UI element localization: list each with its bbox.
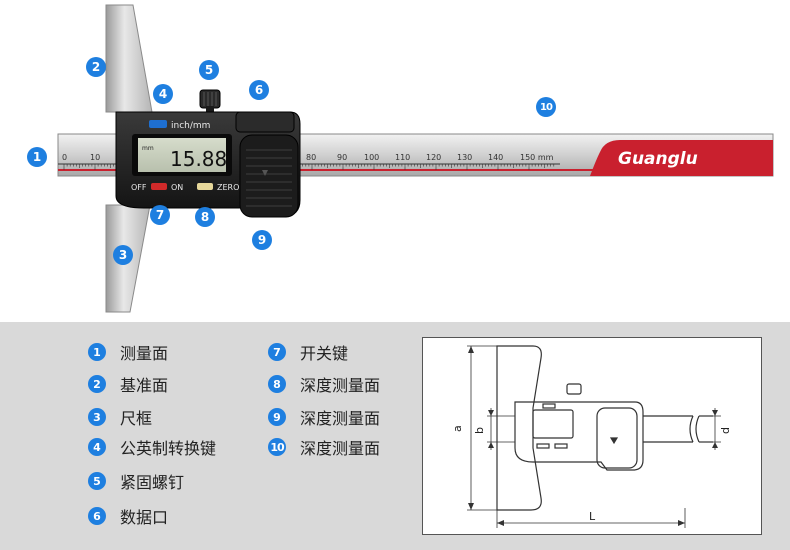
- brand-logo: Guanglu: [618, 149, 698, 169]
- legend-badge: 8: [268, 375, 286, 393]
- legend-label: 深度测量面: [300, 409, 381, 428]
- zero-label: ZERO: [217, 183, 239, 192]
- product-photo-area: Guanglu 0 10 80 90 100 110 120 130 140 1…: [27, 4, 774, 313]
- drawing-base-plate: [496, 345, 542, 511]
- legend-label: 尺框: [120, 409, 153, 428]
- drawing-grip: [596, 407, 638, 469]
- legend-item-8: 8 深度测量面: [268, 373, 380, 395]
- power-button: [151, 183, 167, 190]
- dim-label-b: b: [473, 427, 486, 434]
- legend-label: 深度测量面: [300, 439, 381, 458]
- lcd-reading: 15.88: [170, 147, 227, 171]
- legend-item-5: 5 紧固螺钉: [88, 470, 184, 492]
- tick-label-120: 120: [426, 153, 441, 162]
- legend-badge: 10: [268, 438, 286, 456]
- clamp-screw: [199, 89, 221, 109]
- legend-item-7: 7 开关键: [268, 341, 348, 363]
- dimension-drawing-svg: a b d L: [451, 345, 732, 528]
- lcd-display: [138, 138, 226, 172]
- callout-badge-8: 8: [195, 207, 215, 227]
- legend-item-2: 2 基准面: [88, 373, 168, 395]
- tick-label-130: 130: [457, 153, 472, 162]
- unit-toggle-button: [149, 120, 167, 128]
- tick-label-0: 0: [62, 153, 67, 162]
- callout-badge-2: 2: [86, 57, 106, 77]
- tick-label-140: 140: [488, 153, 503, 162]
- callout-badge-1: 1: [27, 147, 47, 167]
- tick-label-80: 80: [306, 153, 316, 162]
- ruler-red-stripe: [590, 140, 773, 176]
- legend-badge: 5: [88, 472, 106, 490]
- callout-badge-3: 3: [113, 245, 133, 265]
- legend-label: 测量面: [120, 344, 169, 363]
- drawing-lcd: [532, 409, 574, 439]
- drawing-body: [514, 401, 644, 471]
- legend-label: 数据口: [120, 508, 169, 527]
- dimension-drawing: a b d L: [422, 337, 762, 535]
- tick-label-90: 90: [337, 153, 347, 162]
- legend-label: 深度测量面: [300, 376, 381, 395]
- unit-toggle-label: inch/mm: [171, 121, 210, 131]
- legend-label: 基准面: [120, 376, 169, 395]
- legend-badge: 3: [88, 408, 106, 426]
- legend-item-4: 4 公英制转换键: [88, 436, 216, 458]
- thumb-grip: [239, 134, 299, 218]
- legend-badge: 4: [88, 438, 106, 456]
- tick-label-10: 10: [90, 153, 100, 162]
- tick-label-100: 100: [364, 153, 379, 162]
- legend-label: 公英制转换键: [120, 439, 217, 458]
- callout-badge-7: 7: [150, 205, 170, 225]
- legend-badge: 1: [88, 343, 106, 361]
- data-port: [235, 111, 295, 133]
- zero-button: [197, 183, 213, 190]
- caliper-illustration: Guanglu 0 10 80 90 100 110 120 130 140 1…: [57, 4, 774, 313]
- legend-item-9: 9 深度测量面: [268, 406, 380, 428]
- dim-label-a: a: [451, 425, 464, 432]
- drawing-clamp-screw: [566, 383, 582, 395]
- callout-badge-6: 6: [249, 80, 269, 100]
- off-label: OFF: [131, 183, 147, 192]
- legend-item-3: 3 尺框: [88, 406, 152, 428]
- tick-label-150: 150 mm: [520, 153, 554, 162]
- callout-badge-5: 5: [199, 60, 219, 80]
- legend-item-10: 10 深度测量面: [268, 436, 380, 458]
- dim-label-d: d: [719, 427, 732, 434]
- lcd-small-label: mm: [142, 145, 154, 152]
- legend-label: 开关键: [300, 344, 349, 363]
- legend-item-6: 6 数据口: [88, 505, 168, 527]
- callout-badge-9: 9: [252, 230, 272, 250]
- tick-label-110: 110: [395, 153, 410, 162]
- callout-badge-10: 10: [536, 97, 556, 117]
- on-label: ON: [171, 183, 183, 192]
- base-plate-upper: [105, 4, 153, 113]
- legend-label: 紧固螺钉: [120, 473, 185, 492]
- legend-badge: 2: [88, 375, 106, 393]
- legend-badge: 9: [268, 408, 286, 426]
- dim-label-L: L: [589, 510, 596, 523]
- legend-item-1: 1 测量面: [88, 341, 168, 363]
- legend-badge: 7: [268, 343, 286, 361]
- legend-badge: 6: [88, 507, 106, 525]
- callout-badge-4: 4: [153, 84, 173, 104]
